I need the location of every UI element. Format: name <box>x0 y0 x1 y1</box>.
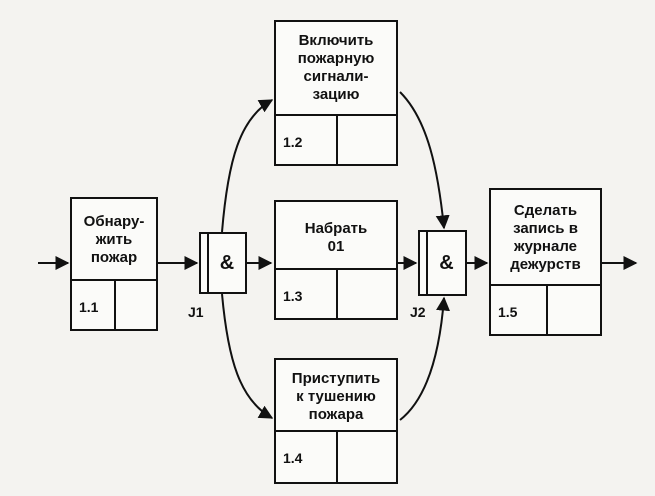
box-dial-01[interactable]: Набрать 01 1.3 <box>274 200 398 320</box>
box-label: Приступить к тушению пожара <box>291 370 381 423</box>
box-record-in-log[interactable]: Сделать запись в журнале дежурств 1.5 <box>489 188 602 336</box>
box-footer: 1.1 <box>72 279 156 329</box>
junction-j1[interactable]: & <box>199 232 247 294</box>
junction-j2[interactable]: & <box>418 230 467 296</box>
box-footer: 1.4 <box>276 430 396 482</box>
box-number: 1.1 <box>79 299 99 315</box>
box-footer: 1.5 <box>491 284 600 334</box>
junction-bar <box>426 232 428 294</box>
box-number: 1.4 <box>283 450 303 466</box>
junction-bar <box>207 234 209 292</box>
box-label: Обнару- жить пожар <box>83 213 145 266</box>
arrow-1-4-to-j2 <box>399 296 451 421</box>
box-detect-fire[interactable]: Обнару- жить пожар 1.1 <box>70 197 158 331</box>
box-enable-fire-alarm[interactable]: Включить пожарную сигнали- зацию 1.2 <box>274 20 398 166</box>
and-symbol: & <box>439 251 454 274</box>
box-number: 1.3 <box>283 288 303 304</box>
arrow-j1-to-1-2 <box>221 99 274 233</box>
arrow-1-2-to-j2 <box>399 91 450 230</box>
box-label: Сделать запись в журнале дежурств <box>510 202 581 273</box>
box-label: Включить пожарную сигнали- зацию <box>297 32 375 103</box>
box-footer-divider <box>336 432 338 482</box>
arrow-j1-to-1-4 <box>221 293 274 419</box>
box-number: 1.2 <box>283 134 303 150</box>
box-start-extinguishing[interactable]: Приступить к тушению пожара 1.4 <box>274 358 398 484</box>
box-footer: 1.2 <box>276 114 396 164</box>
box-footer-divider <box>545 286 548 334</box>
box-footer: 1.3 <box>276 268 396 318</box>
box-number: 1.5 <box>498 304 518 320</box>
box-footer-divider <box>336 116 338 164</box>
junction-label-j1: J1 <box>188 304 204 320</box>
box-footer-divider <box>336 270 338 318</box>
box-footer-divider <box>114 281 116 329</box>
junction-label-j2: J2 <box>410 304 426 320</box>
box-label: Набрать 01 <box>304 220 368 255</box>
and-symbol: & <box>219 251 235 274</box>
